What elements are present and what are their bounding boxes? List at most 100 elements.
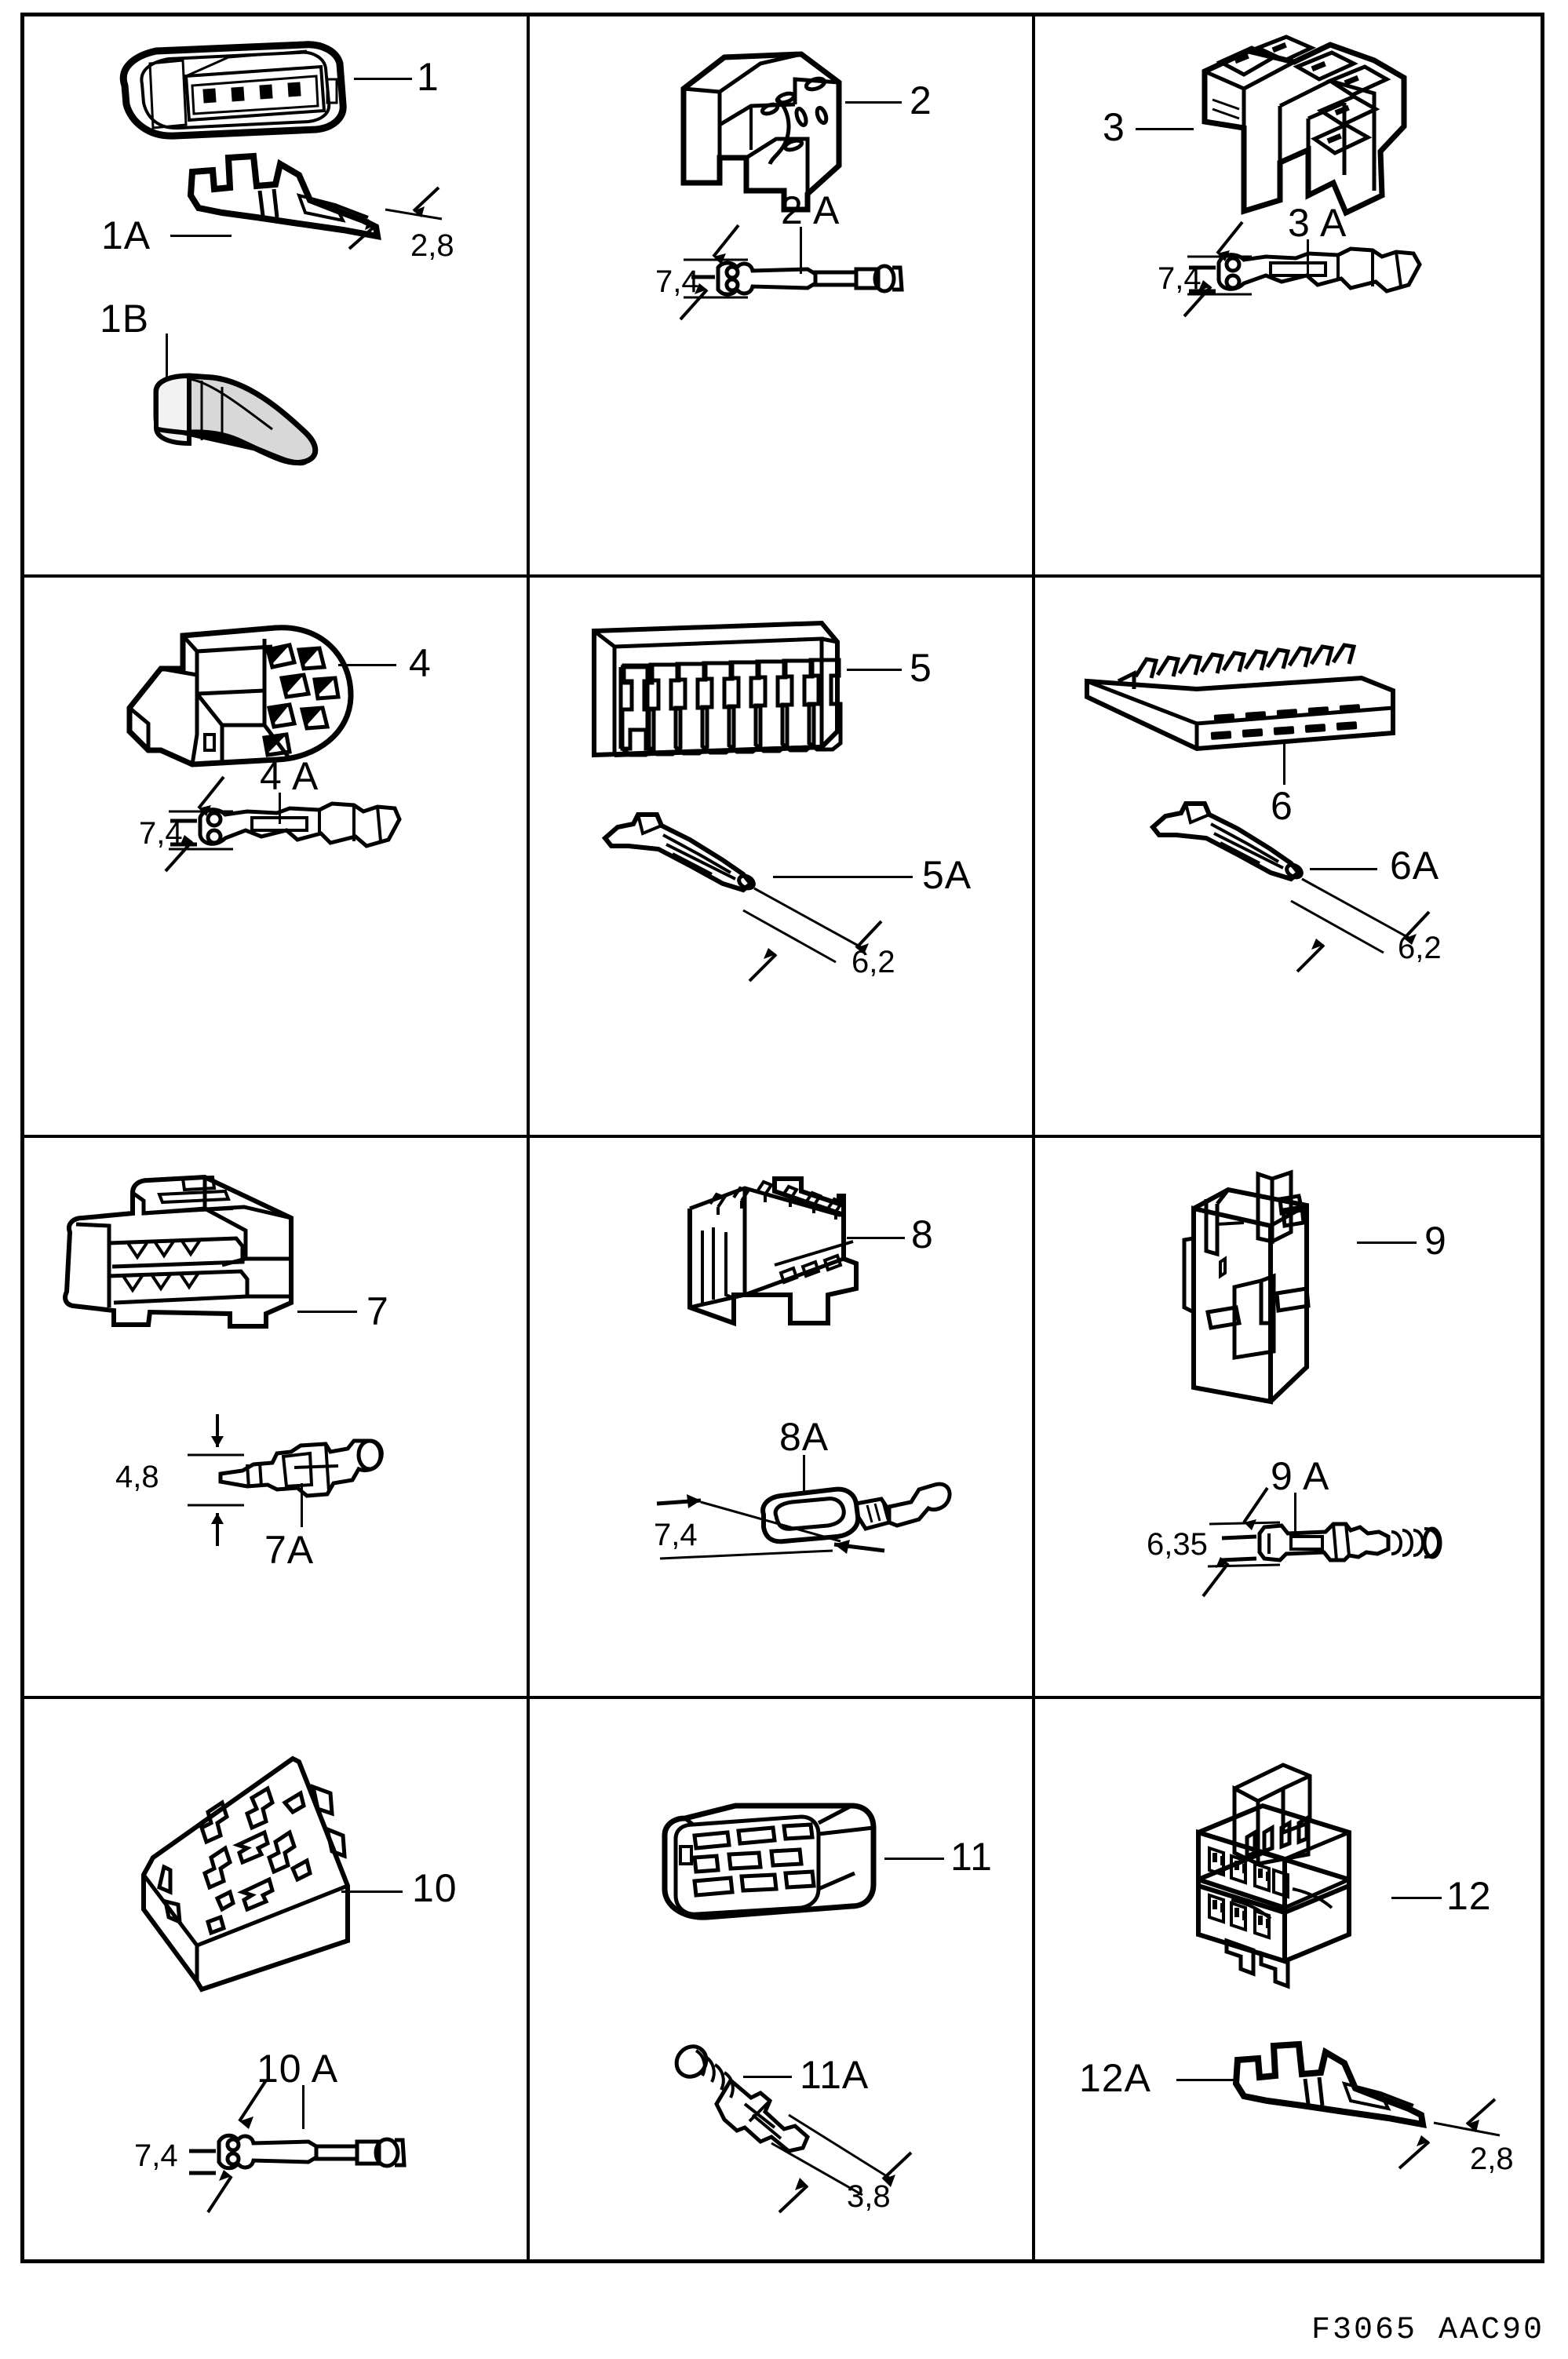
parts-cell-6[interactable]: 6 6A: [1035, 578, 1541, 1138]
terminal-9a: [1216, 1516, 1451, 1571]
dimension-mark-3: [1167, 219, 1269, 325]
leader-line-5a: [773, 875, 913, 878]
parts-cell-1[interactable]: 1 1A: [24, 16, 530, 578]
terminal-10a: [181, 2124, 417, 2187]
leader-line-11a: [743, 2075, 792, 2078]
leader-line-7a: [301, 1483, 303, 1527]
connector-housing-4: [111, 615, 377, 772]
dimension-label-10: 7,4: [134, 2138, 178, 2173]
leader-line-10: [341, 1890, 403, 1893]
terminal-label-3a: 3 A: [1288, 201, 1347, 245]
sheet-code: F3065 AAC90: [1311, 2313, 1544, 2348]
dimension-label-2: 7,4: [655, 264, 699, 299]
dimension-mark-6: [1288, 870, 1445, 983]
leader-line-6: [1283, 743, 1285, 785]
dimension-mark-5: [740, 879, 897, 993]
housing-label-6: 6: [1271, 783, 1293, 828]
housing-label-4: 4: [409, 640, 432, 685]
parts-table-frame: 1 1A: [20, 13, 1544, 2263]
housing-label-10: 10: [412, 1865, 458, 1910]
leader-line-12: [1391, 1896, 1442, 1899]
connector-housing-6: [1079, 625, 1409, 766]
terminal-label-6a: 6A: [1390, 843, 1440, 888]
dimension-mark-9: [1186, 1483, 1296, 1605]
connector-housing-2: [676, 48, 856, 228]
terminal-11a: [669, 2043, 873, 2168]
dimension-mark-7: [156, 1409, 250, 1555]
leader-line-2: [845, 101, 902, 104]
parts-cell-3[interactable]: 3 3 A: [1035, 16, 1541, 578]
terminal-label-7a: 7A: [264, 1528, 315, 1572]
terminal-1a: [181, 148, 409, 242]
terminal-label-9a: 9 A: [1271, 1454, 1330, 1498]
connector-housing-1: [111, 37, 362, 140]
terminal-label-1a: 1A: [101, 213, 151, 257]
housing-label-3: 3: [1103, 105, 1125, 149]
terminal-label-5a: 5A: [922, 852, 972, 897]
connector-housing-10: [139, 1754, 390, 1993]
housing-label-12: 12: [1446, 1873, 1492, 1918]
parts-cell-8[interactable]: 8 8A: [530, 1138, 1035, 1699]
dimension-label-4: 7,4: [139, 815, 183, 851]
leader-line-11: [884, 1857, 944, 1860]
connector-housing-5: [586, 615, 845, 764]
leader-line-1a: [170, 235, 232, 237]
dimension-label-3: 7,4: [1158, 261, 1202, 296]
leader-line-4: [338, 663, 396, 666]
dimension-mark-2: [663, 222, 765, 328]
connector-housing-12: [1186, 1760, 1390, 1996]
parts-cell-12[interactable]: 12 12A: [1035, 1699, 1541, 2260]
terminal-label-12a: 12A: [1079, 2055, 1151, 2100]
connector-housing-3: [1176, 34, 1435, 238]
dimension-label-5: 6,2: [851, 944, 895, 979]
parts-cell-10[interactable]: 10 10 A: [24, 1698, 530, 2259]
dimension-label-1: 2,8: [410, 228, 454, 263]
dimension-mark-12: [1388, 2091, 1522, 2182]
terminal-5a: [597, 811, 778, 906]
dimension-mark-1: [338, 183, 464, 257]
leader-line-5: [847, 668, 902, 671]
housing-label-8: 8: [911, 1212, 934, 1256]
parts-cell-4[interactable]: 4 4 A: [24, 577, 530, 1138]
terminal-2a: [682, 250, 917, 305]
dimension-label-9: 6,35: [1147, 1527, 1208, 1562]
terminal-6a: [1145, 800, 1326, 895]
dimension-mark-11: [770, 2110, 927, 2224]
dimension-label-12: 2,8: [1470, 2141, 1514, 2176]
dimension-label-8: 7,4: [654, 1518, 698, 1552]
dimension-mark-4: [148, 774, 250, 880]
rubber-boot-1b: [134, 371, 338, 473]
terminal-label-11a: 11A: [800, 2052, 870, 2097]
dimension-mark-10: [191, 2076, 293, 2221]
leader-line-6a: [1310, 867, 1377, 870]
dimension-mark-8: [652, 1466, 966, 1580]
terminal-7a: [216, 1436, 396, 1515]
housing-label-7: 7: [366, 1289, 389, 1333]
connector-housing-7: [56, 1165, 370, 1353]
connector-housing-8: [682, 1169, 886, 1334]
housing-label-11: 11: [950, 1834, 993, 1879]
terminal-label-10a: 10 A: [257, 2046, 339, 2091]
parts-cell-11[interactable]: 11: [530, 1698, 1035, 2259]
parts-cell-2[interactable]: 2 2 A: [530, 16, 1035, 578]
leader-line-7: [297, 1311, 357, 1313]
leader-line-1b: [166, 334, 168, 382]
leader-line-9: [1357, 1241, 1417, 1244]
housing-label-1: 1: [417, 55, 439, 99]
parts-cell-7[interactable]: 7: [24, 1138, 530, 1699]
connector-housing-11: [660, 1792, 880, 1933]
leader-line-3a: [1307, 239, 1309, 274]
dimension-label-6: 6,2: [1398, 930, 1442, 965]
terminal-12a: [1227, 2036, 1454, 2138]
parts-cell-9[interactable]: 9 9 A: [1035, 1138, 1541, 1699]
parts-cell-5[interactable]: 5 5A: [530, 577, 1035, 1138]
leader-line-4a: [279, 792, 281, 824]
housing-label-9: 9: [1424, 1219, 1447, 1263]
terminal-label-2a: 2 A: [781, 188, 841, 232]
parts-grid: 1 1A: [24, 16, 1541, 2259]
leader-line-3: [1136, 128, 1194, 130]
leader-line-2a: [800, 227, 802, 274]
housing-label-2: 2: [910, 78, 932, 122]
leader-line-9a: [1294, 1493, 1296, 1533]
